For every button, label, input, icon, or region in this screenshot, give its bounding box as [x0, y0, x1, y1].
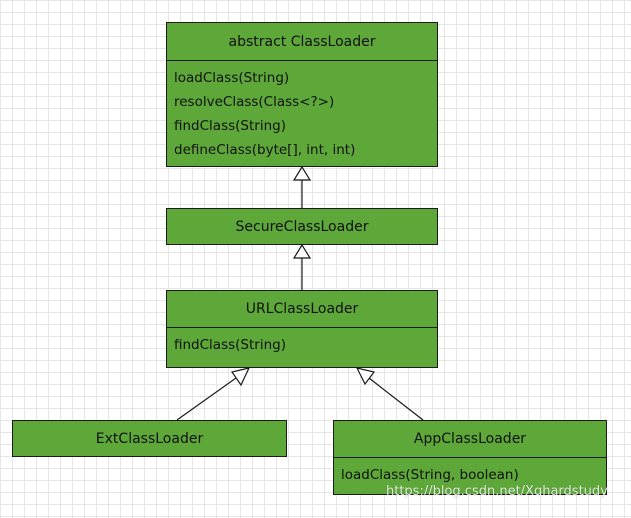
- method-item: loadClass(String): [174, 70, 290, 86]
- method-item: findClass(String): [174, 337, 286, 353]
- class-name: SecureClassLoader: [235, 218, 369, 235]
- class-name: abstract ClassLoader: [167, 23, 437, 61]
- method-item: resolveClass(Class<?>): [174, 94, 335, 110]
- inheritance-arrowhead: [292, 243, 312, 259]
- inheritance-arrowhead: [231, 367, 251, 387]
- class-box-classloader: abstract ClassLoader loadClass(String) r…: [166, 22, 438, 167]
- inheritance-arrowhead: [355, 367, 376, 386]
- class-box-ext: ExtClassLoader: [12, 420, 287, 457]
- class-name: URLClassLoader: [167, 291, 437, 328]
- method-item: defineClass(byte[], int, int): [174, 142, 356, 158]
- class-name: ExtClassLoader: [95, 430, 204, 447]
- class-name: AppClassLoader: [334, 421, 606, 458]
- watermark-url: https://blog.csdn.net/Xqhardstudy: [386, 484, 608, 499]
- method-item: loadClass(String, boolean): [341, 467, 519, 483]
- method-item: findClass(String): [174, 118, 286, 134]
- class-box-secure: SecureClassLoader: [166, 208, 438, 245]
- inheritance-arrowhead: [292, 165, 312, 181]
- class-box-url: URLClassLoader findClass(String): [166, 290, 438, 368]
- method-list: loadClass(String, boolean): [334, 458, 606, 487]
- class-box-app: AppClassLoader loadClass(String, boolean…: [333, 420, 607, 495]
- method-list: findClass(String): [167, 328, 437, 357]
- method-list: loadClass(String) resolveClass(Class<?>)…: [167, 61, 437, 162]
